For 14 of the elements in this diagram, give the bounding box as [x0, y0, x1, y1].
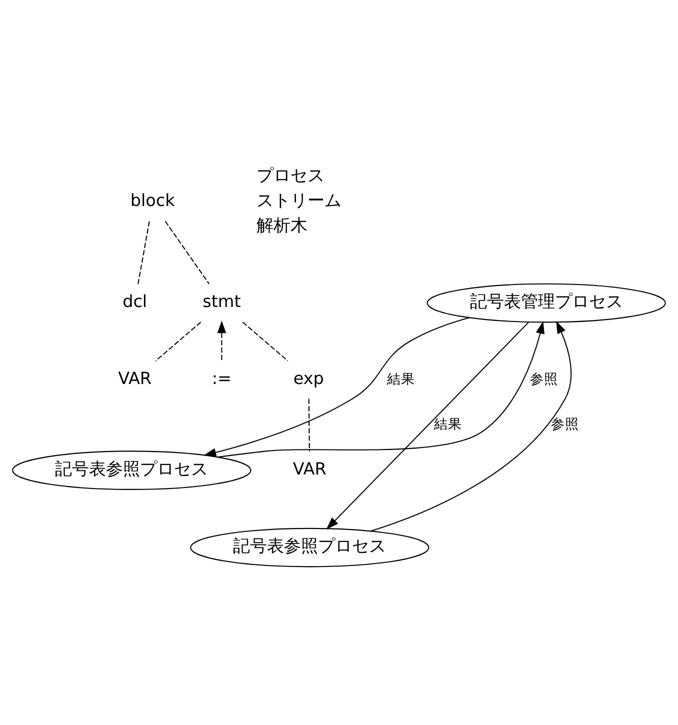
legend-label: 解析木 [256, 214, 308, 235]
edge-label: 結果 [386, 370, 415, 387]
node-text: stmt [202, 290, 241, 311]
legend-label: ストリーム [256, 190, 342, 210]
node-text: := [212, 367, 232, 388]
node-text: exp [293, 367, 324, 388]
edge-label: 参照 [530, 370, 558, 387]
legend-label: プロセス [256, 164, 324, 184]
edge-label: 参照 [551, 416, 580, 432]
node-text: VAR [292, 458, 326, 478]
edge-label: 結果 [434, 416, 462, 432]
node-text: dcl [122, 290, 148, 311]
node-text: block [130, 190, 175, 210]
node-text: VAR [118, 367, 152, 388]
